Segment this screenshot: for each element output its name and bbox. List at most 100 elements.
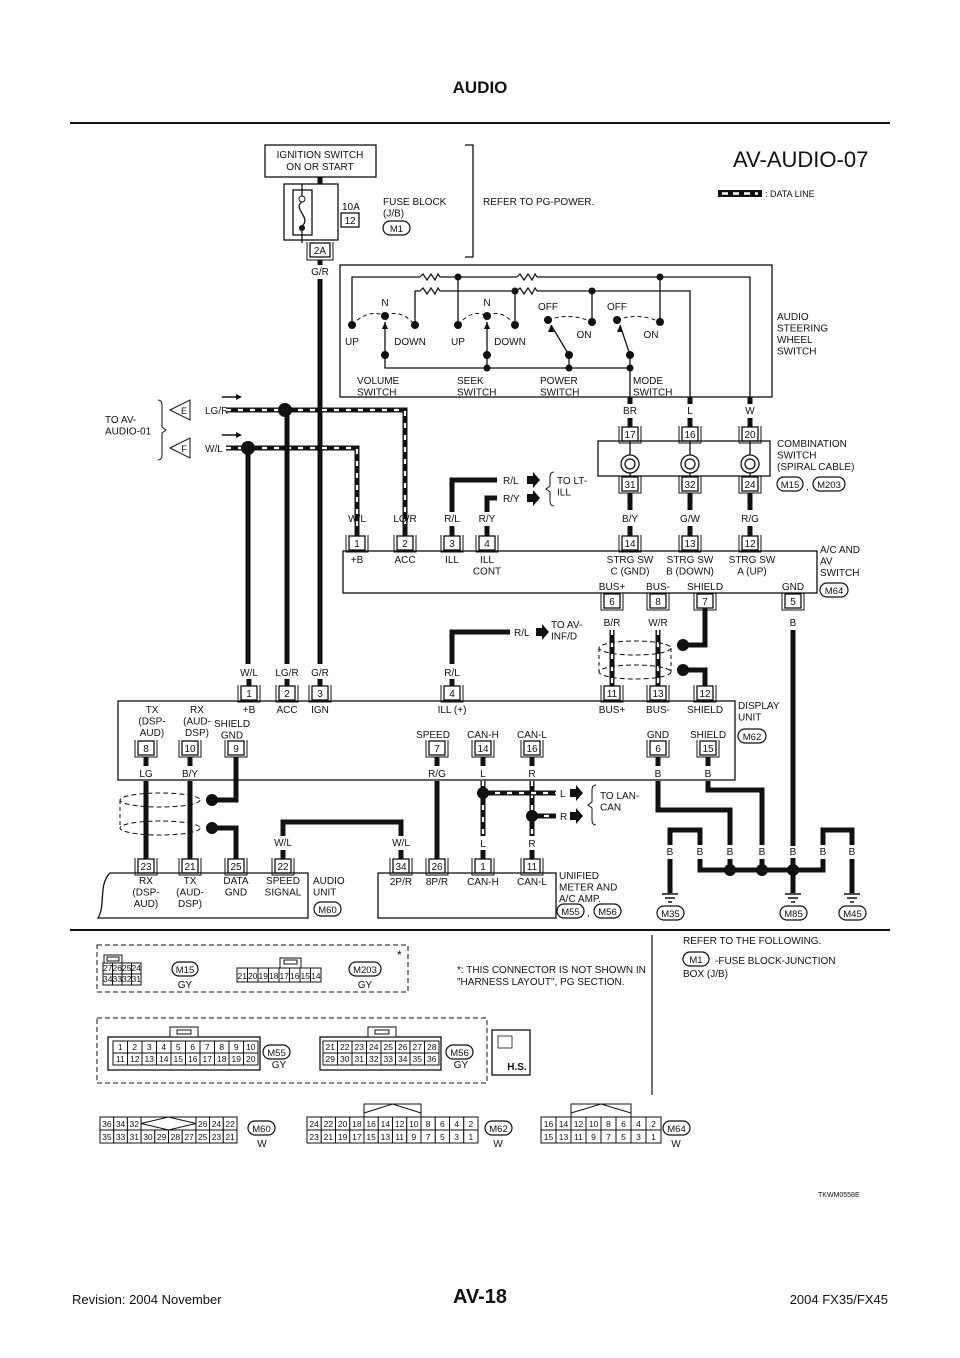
label: UNIFIED xyxy=(559,871,599,882)
pin-bracket xyxy=(738,535,762,553)
cavity-number: 13 xyxy=(381,1132,391,1142)
label: R/L xyxy=(444,668,460,679)
label: SWITCH xyxy=(777,451,816,462)
junction-dot xyxy=(677,664,689,676)
pin-number: 14 xyxy=(477,744,489,755)
label: ACC xyxy=(276,705,297,716)
label: (SPIRAL CABLE) xyxy=(777,462,854,473)
revision-text: Revision: 2004 November xyxy=(72,1292,222,1307)
label: 21 xyxy=(225,1132,235,1142)
connector-id: M15 xyxy=(176,965,194,976)
label: : DATA LINE xyxy=(765,189,815,199)
wire xyxy=(212,757,239,803)
label: BUS+ xyxy=(599,582,626,593)
pin-bracket xyxy=(308,685,332,703)
connector-latch xyxy=(283,959,298,965)
label: B/Y xyxy=(622,514,638,525)
label: AUDIO xyxy=(777,312,809,323)
cavity-number: 30 xyxy=(340,1054,350,1064)
line xyxy=(414,290,691,397)
cavity-number: 3 xyxy=(636,1132,641,1142)
label: R/Y xyxy=(479,514,496,525)
connector-id-oval xyxy=(779,905,808,921)
label: 24 xyxy=(212,1119,222,1129)
connector-f xyxy=(168,437,191,459)
label: F xyxy=(181,444,187,454)
pin-bracket xyxy=(345,535,369,553)
connector-key-icon xyxy=(570,1103,632,1114)
connector-pin xyxy=(621,476,639,492)
label: R/L xyxy=(444,514,460,525)
connector-id: M45 xyxy=(843,909,861,920)
connector-key-icon xyxy=(363,1103,422,1114)
pin-bracket xyxy=(389,858,413,876)
connector-pin xyxy=(309,242,331,258)
label: CAN-L xyxy=(517,877,547,888)
cavity-number: 20 xyxy=(338,1119,348,1129)
label: L xyxy=(560,789,566,800)
label: G/R xyxy=(311,267,329,278)
pin-number: 12 xyxy=(699,689,711,700)
wire xyxy=(449,629,510,664)
connector-id: M62 xyxy=(743,732,761,743)
cavity-number: 9 xyxy=(234,1042,239,1052)
label: 10A xyxy=(342,202,360,213)
cavity-number: 18 xyxy=(352,1119,362,1129)
cavity-number: 12 xyxy=(395,1119,405,1129)
page-number: AV-18 xyxy=(453,1286,507,1308)
label: 23 xyxy=(212,1132,222,1142)
fuse-terminal xyxy=(298,195,306,203)
wire xyxy=(705,781,765,845)
label: VOLUME xyxy=(357,376,400,387)
cavity-number: 10 xyxy=(246,1042,256,1052)
display-unit-box xyxy=(117,700,736,781)
cavity-number: 21 xyxy=(324,1132,334,1142)
cavity-number: 17 xyxy=(352,1132,362,1142)
cavity-number: 24 xyxy=(369,1042,379,1052)
label: STRG SW xyxy=(667,555,714,566)
label: 28 xyxy=(171,1132,181,1142)
label: R/L xyxy=(503,476,519,487)
label: (DSP- xyxy=(138,717,165,728)
label: UP xyxy=(345,337,359,348)
wire xyxy=(667,827,703,845)
connector-id: M35 xyxy=(661,909,679,920)
cavity-number: 3 xyxy=(454,1132,459,1142)
label: UP xyxy=(451,337,465,348)
pin-bracket xyxy=(600,593,624,611)
brace xyxy=(587,784,597,826)
cavity-number: 9 xyxy=(591,1132,596,1142)
label: B xyxy=(790,618,797,629)
audio-unit-box xyxy=(96,872,309,919)
label: LG xyxy=(139,769,153,780)
connector-id: M55 xyxy=(267,1048,285,1059)
label: , xyxy=(806,482,809,493)
connector-id-oval xyxy=(382,220,411,236)
pin-number: 13 xyxy=(652,689,664,700)
label: B xyxy=(820,847,827,858)
pin-bracket xyxy=(440,535,464,553)
label: W xyxy=(745,406,755,417)
label: SWITCH xyxy=(457,388,496,399)
connector-pin xyxy=(474,740,492,756)
pin-number: 15 xyxy=(702,744,714,755)
cavity-number: 16 xyxy=(188,1054,198,1064)
wire xyxy=(655,781,733,845)
label: SWITCH xyxy=(540,388,579,399)
label: SHIELD xyxy=(687,582,723,593)
label: W/L xyxy=(392,838,410,849)
resistor-gap xyxy=(420,274,440,280)
pin-number: 26 xyxy=(431,862,443,873)
label: R xyxy=(528,769,535,780)
connector-pin xyxy=(603,685,621,701)
wire xyxy=(683,667,708,686)
wire xyxy=(226,407,408,526)
connector-cell xyxy=(131,973,142,986)
cavity-number: 20 xyxy=(246,1054,256,1064)
junction-dot xyxy=(483,364,491,372)
label: BOX (J/B) xyxy=(683,969,728,980)
label: B (DOWN) xyxy=(666,567,714,578)
fuse-block-box xyxy=(283,183,339,241)
connector-id-oval xyxy=(262,1044,291,1060)
